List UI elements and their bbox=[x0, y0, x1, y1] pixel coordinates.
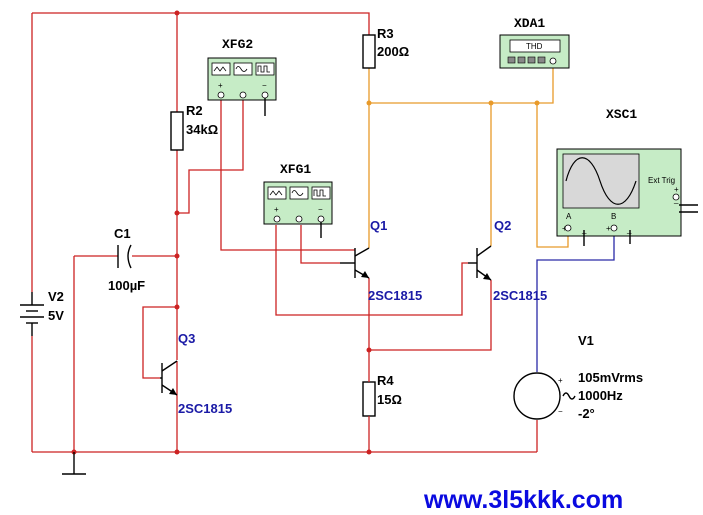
channel-b-label: B bbox=[611, 212, 616, 221]
svg-text:+: + bbox=[562, 224, 567, 233]
oscilloscope-xsc1[interactable]: Ext Trig + _ A B + _ + _ bbox=[556, 148, 682, 237]
q1-model-label: 2SC1815 bbox=[368, 288, 422, 303]
sine-wave-icon bbox=[291, 190, 304, 196]
v2-value-label: 5V bbox=[48, 308, 64, 323]
c1-ref-label: C1 bbox=[114, 226, 131, 241]
resistor-r4[interactable] bbox=[362, 381, 376, 417]
transistor-q1[interactable] bbox=[340, 247, 370, 279]
q1-ref-label: Q1 bbox=[370, 218, 387, 233]
capacitor-c1[interactable] bbox=[117, 244, 132, 269]
r2-ref-label: R2 bbox=[186, 103, 203, 118]
svg-text:+: + bbox=[274, 205, 279, 214]
svg-text:_: _ bbox=[626, 225, 632, 234]
svg-text:_: _ bbox=[581, 225, 587, 234]
function-generator-xfg2[interactable]: + − bbox=[207, 57, 277, 101]
transistor-q3[interactable] bbox=[160, 360, 178, 396]
v1-ref-label: V1 bbox=[578, 333, 594, 348]
xda1-ref-label: XDA1 bbox=[514, 16, 545, 31]
r3-ref-label: R3 bbox=[377, 26, 394, 41]
oscilloscope-screen bbox=[562, 153, 640, 209]
v2-ref-label: V2 bbox=[48, 289, 64, 304]
r4-ref-label: R4 bbox=[377, 373, 394, 388]
channel-a-label: A bbox=[566, 212, 572, 221]
battery-v2[interactable] bbox=[20, 292, 44, 336]
triangle-wave-icon bbox=[213, 66, 227, 72]
svg-text:+: + bbox=[558, 376, 563, 385]
q2-ref-label: Q2 bbox=[494, 218, 511, 233]
xfg2-ref-label: XFG2 bbox=[222, 37, 253, 52]
svg-text:−: − bbox=[262, 81, 267, 90]
resistor-r3[interactable] bbox=[362, 34, 376, 69]
watermark-text: www.3l5kkk.com bbox=[423, 486, 623, 514]
function-generator-xfg1[interactable]: + − bbox=[263, 181, 333, 225]
q3-model-label: 2SC1815 bbox=[178, 401, 232, 416]
square-wave-icon bbox=[257, 65, 270, 73]
sine-wave-icon bbox=[235, 66, 248, 72]
svg-text:+: + bbox=[218, 81, 223, 90]
q2-model-label: 2SC1815 bbox=[493, 288, 547, 303]
ground-symbol bbox=[62, 452, 86, 475]
svg-text:−: − bbox=[318, 205, 323, 214]
distortion-analyzer-xda1[interactable]: THD bbox=[499, 34, 570, 69]
v1-frequency-label: 1000Hz bbox=[578, 388, 623, 403]
r4-value-label: 15Ω bbox=[377, 392, 402, 407]
svg-text:+: + bbox=[606, 224, 611, 233]
signal-wires-blue bbox=[536, 232, 615, 372]
svg-text:+: + bbox=[674, 185, 679, 194]
power-wires bbox=[31, 12, 538, 453]
transistor-q2[interactable] bbox=[468, 245, 492, 281]
r2-value-label: 34kΩ bbox=[186, 122, 218, 137]
v1-amplitude-label: 105mVrms bbox=[578, 370, 643, 385]
signal-wires-orange bbox=[368, 68, 569, 248]
xsc1-ref-label: XSC1 bbox=[606, 107, 637, 122]
r3-value-label: 200Ω bbox=[377, 44, 409, 59]
ac-source-v1[interactable]: + − bbox=[513, 372, 576, 420]
xfg1-ref-label: XFG1 bbox=[280, 162, 311, 177]
square-wave-icon bbox=[313, 189, 326, 197]
c1-value-label: 100µF bbox=[108, 278, 145, 293]
q3-ref-label: Q3 bbox=[178, 331, 195, 346]
sine-trace bbox=[565, 157, 637, 205]
ext-trig-label: Ext Trig bbox=[648, 176, 675, 185]
xda1-display-text: THD bbox=[526, 42, 543, 51]
resistor-r2[interactable] bbox=[170, 111, 184, 151]
v1-phase-label: -2° bbox=[578, 406, 595, 421]
svg-text:−: − bbox=[558, 407, 563, 416]
triangle-wave-icon bbox=[269, 190, 283, 196]
junction-dots bbox=[71, 10, 540, 455]
